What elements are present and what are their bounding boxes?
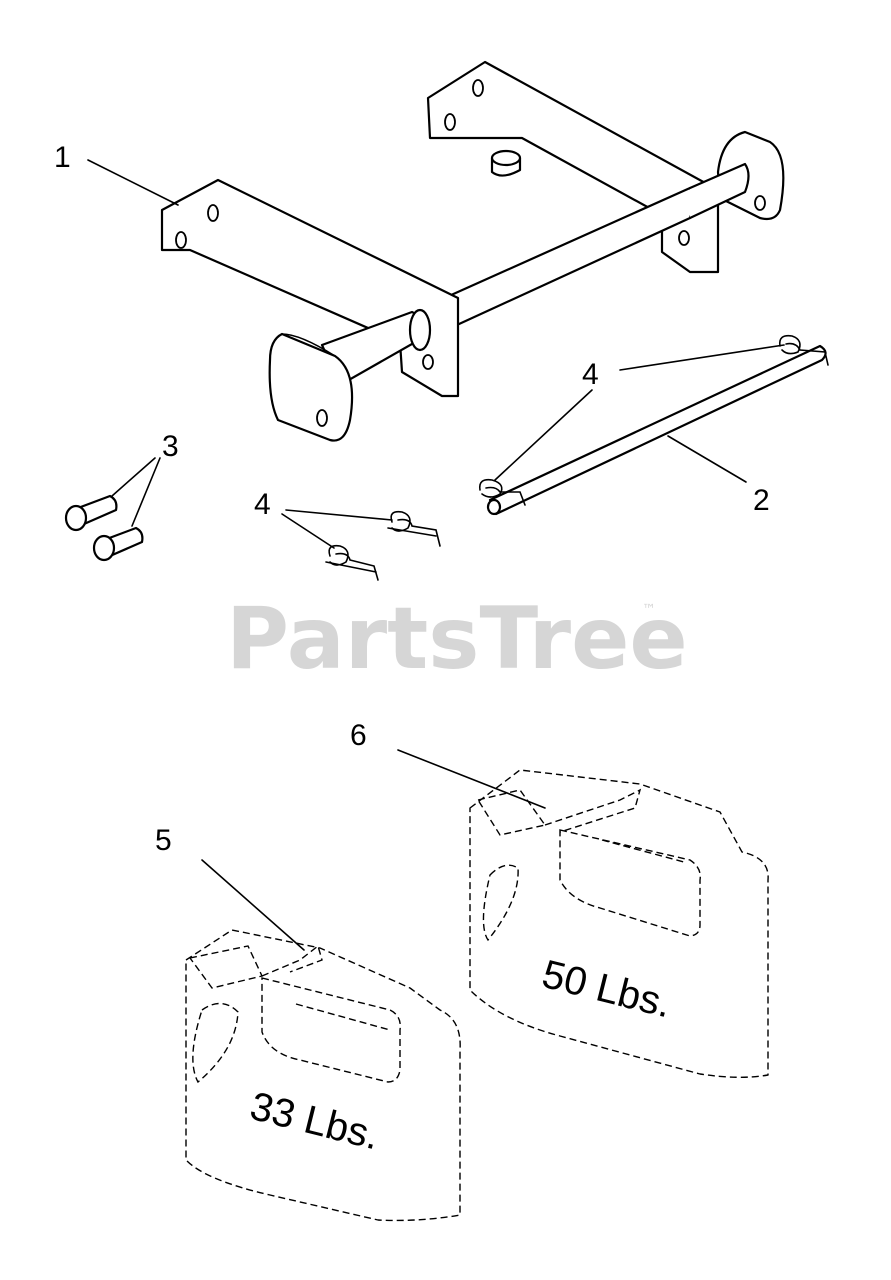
part-2-rod xyxy=(478,334,829,516)
leader-lines xyxy=(87,159,785,951)
callout-4b: 4 xyxy=(254,488,271,521)
watermark-trademark: ™ xyxy=(642,602,656,618)
part-3-bolts xyxy=(64,494,144,562)
callout-3: 3 xyxy=(162,430,179,463)
callout-4a: 4 xyxy=(582,358,599,391)
callouts: 1 2 3 4 4 5 6 xyxy=(54,141,770,857)
callout-5: 5 xyxy=(155,824,172,857)
callout-6: 6 xyxy=(350,719,367,752)
part-6-weight-50: 50 Lbs. xyxy=(469,769,769,1078)
callout-1: 1 xyxy=(54,141,71,174)
part-1-weight-bracket xyxy=(160,60,785,442)
watermark: PartsTree ™ xyxy=(226,589,688,689)
callout-2: 2 xyxy=(753,484,770,517)
watermark-text: PartsTree xyxy=(226,589,688,689)
part-4-clips xyxy=(325,510,441,581)
part-5-weight-33: 33 Lbs. xyxy=(185,929,461,1222)
